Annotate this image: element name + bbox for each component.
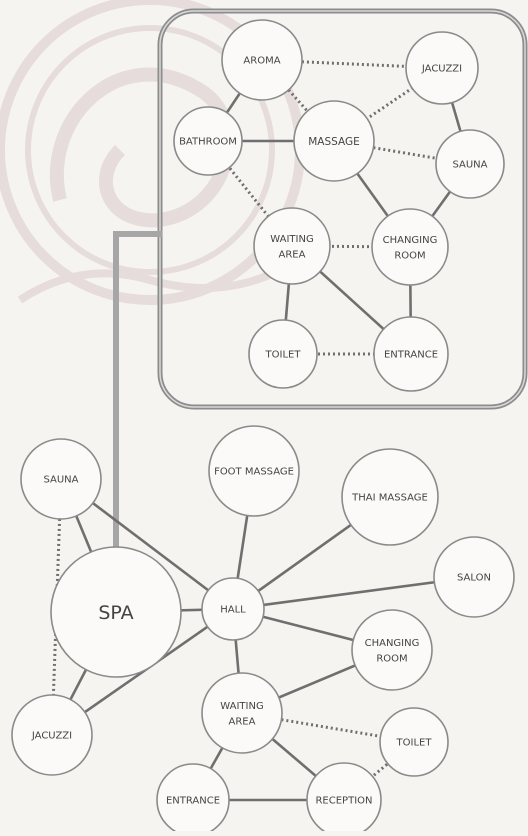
main-node-label: JACUZZI	[31, 731, 72, 742]
main-node-circle	[351, 609, 433, 691]
main-node-entrance: ENTRANCE	[156, 763, 230, 836]
inset-node-label: BATHROOM	[179, 137, 237, 148]
inset-node-label: JACUZZI	[421, 64, 462, 75]
main-node-toilet: TOILET	[379, 707, 449, 777]
main-node-label: WAITING	[220, 701, 263, 712]
main-nodes: SAUNA FOOT MASSAGE THAI MASSAGE SPA HALL SALO…	[11, 425, 515, 836]
main-node-circle	[208, 425, 300, 517]
watermark-arc	[17, 266, 282, 304]
inset-node-circle	[221, 19, 303, 101]
watermark-ring-inner	[25, 25, 275, 275]
main-node-circle	[50, 546, 182, 678]
main-node-circle	[20, 438, 102, 520]
main-node-circle	[433, 536, 515, 618]
main-node-hall: HALL	[201, 577, 265, 641]
inset-node-label: CHANGING	[383, 235, 438, 246]
inset-node-label: ENTRANCE	[384, 350, 438, 361]
main-node-salon: SALON	[433, 536, 515, 618]
inset-node-label: SAUNA	[452, 160, 487, 171]
main-node-circle	[11, 694, 93, 776]
inset-node-circle	[405, 31, 479, 105]
inset-node-label: TOILET	[265, 350, 302, 361]
main-node-label: SAUNA	[43, 475, 78, 486]
inset-node-changing: CHANGING ROOM	[371, 208, 449, 286]
inset-node-entrance: ENTRANCE	[373, 316, 449, 392]
main-node-circle	[156, 763, 230, 836]
inset-node-circle	[248, 319, 318, 389]
inset-node-circle	[173, 106, 243, 176]
main-node-label: ENTRANCE	[166, 796, 220, 807]
main-node-label: AREA	[229, 716, 256, 727]
inset-node-circle	[371, 208, 449, 286]
inset-node-toilet: TOILET	[248, 319, 318, 389]
main-node-jacuzzi: JACUZZI	[11, 694, 93, 776]
main-node-changing: CHANGING ROOM	[351, 609, 433, 691]
main-node-label: CHANGING	[365, 638, 420, 649]
zoom-connector	[113, 231, 162, 547]
main-node-label: TOILET	[396, 738, 433, 749]
inset-node-massage: MASSAGE	[293, 100, 375, 182]
main-node-foot: FOOT MASSAGE	[208, 425, 300, 517]
main-node-sauna: SAUNA	[20, 438, 102, 520]
main-node-label: FOOT MASSAGE	[214, 467, 294, 478]
main-node-label: THAI MASSAGE	[351, 493, 428, 504]
inset-node-label: AROMA	[243, 56, 280, 67]
inset-node-circle	[435, 129, 505, 199]
main-node-circle	[201, 672, 283, 754]
main-node-circle	[201, 577, 265, 641]
spa-to-inset-connector	[113, 231, 162, 547]
inset-node-bathroom: BATHROOM	[173, 106, 243, 176]
main-node-label: ROOM	[376, 653, 407, 664]
main-node-circle	[341, 448, 439, 546]
main-node-circle	[306, 762, 382, 836]
inset-node-sauna: SAUNA	[435, 129, 505, 199]
inset-node-jacuzzi: JACUZZI	[405, 31, 479, 105]
main-node-label: RECEPTION	[315, 796, 372, 807]
main-node-circle	[379, 707, 449, 777]
main-node-reception: RECEPTION	[306, 762, 382, 836]
main-node-label: SALON	[457, 573, 491, 584]
main-node-label: SPA	[98, 602, 133, 624]
inset-node-waiting: WAITING AREA	[253, 207, 331, 285]
inset-node-circle	[293, 100, 375, 182]
inset-node-label: WAITING	[270, 234, 313, 245]
inset-zoom-box	[157, 8, 528, 410]
main-node-waiting: WAITING AREA	[201, 672, 283, 754]
inset-node-label: ROOM	[394, 250, 425, 261]
main-node-spa: SPA	[50, 546, 182, 678]
inset-node-label: MASSAGE	[308, 136, 360, 148]
inset-node-circle	[373, 316, 449, 392]
inset-node-circle	[253, 207, 331, 285]
inset-nodes: AROMA JACUZZI BATHROOM MASSAGE SAUNA WAITING A…	[173, 19, 505, 392]
inset-frame-highlight	[159, 10, 526, 408]
inset-node-label: AREA	[279, 249, 306, 260]
main-node-label: HALL	[220, 605, 246, 616]
inset-node-aroma: AROMA	[221, 19, 303, 101]
main-node-thai: THAI MASSAGE	[341, 448, 439, 546]
